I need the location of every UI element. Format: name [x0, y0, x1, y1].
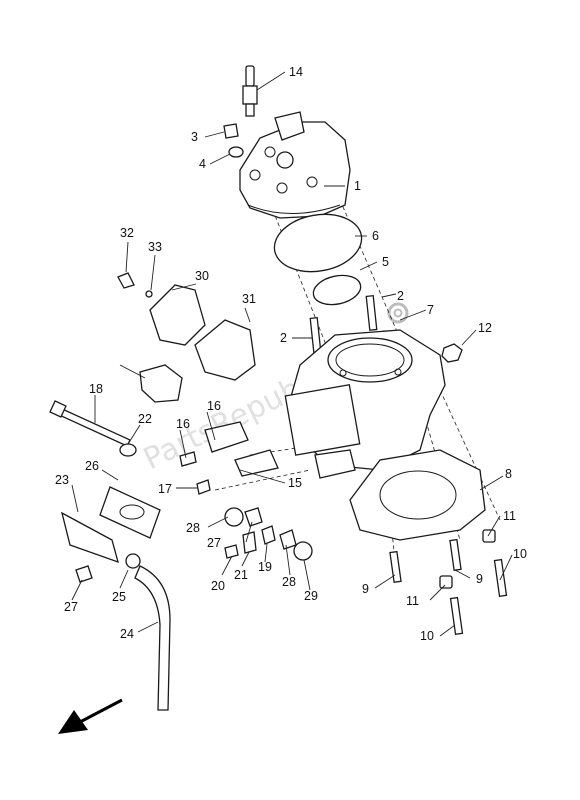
callout-8: 8 — [505, 467, 512, 481]
callout-6: 6 — [372, 229, 379, 243]
callout-4: 4 — [199, 157, 206, 171]
collar-28-right — [293, 541, 313, 561]
stud-9-left — [389, 550, 402, 584]
bolt-3 — [223, 123, 239, 139]
nut-11-right — [482, 529, 496, 543]
callout-10-right: 10 — [513, 547, 527, 561]
callout-15: 16 — [207, 399, 221, 413]
clamp-24 — [125, 553, 141, 569]
hose-23 — [134, 565, 171, 711]
head-gasket-ring-6 — [273, 213, 363, 273]
callout-31: 32 — [120, 226, 134, 240]
callout-10-bottom: 10 — [420, 629, 434, 643]
stud-2-left — [309, 316, 322, 353]
bolt-19 — [224, 544, 239, 559]
cover-30 — [194, 319, 256, 381]
callout-24: 25 — [112, 590, 126, 604]
collar-28-left — [224, 507, 244, 527]
callout-12: 12 — [478, 321, 492, 335]
callout-27-right: 28 — [282, 575, 296, 589]
callout-28-left: 28 — [186, 521, 200, 535]
base-gasket — [349, 449, 486, 541]
callout-14: 15 — [288, 476, 302, 490]
callout-23: 24 — [120, 627, 134, 641]
callout-5: 5 — [382, 255, 389, 269]
callout-26: 27 — [64, 600, 78, 614]
cylinder — [284, 329, 446, 479]
callout-25: 26 — [85, 459, 99, 473]
stud-9-right — [449, 538, 462, 572]
bolt-31 — [117, 272, 135, 289]
gear-icon — [387, 302, 409, 324]
gasket-25 — [99, 486, 161, 539]
bushing-21 — [119, 443, 137, 457]
callout-32: 33 — [148, 240, 162, 254]
valve-part-15 — [204, 421, 249, 453]
clip-27-left — [244, 507, 263, 527]
callout-9-left: 9 — [362, 582, 369, 596]
bolt-26 — [75, 565, 93, 583]
callout-11-right: 11 — [503, 509, 516, 523]
callout-2-left: 2 — [280, 331, 287, 345]
clip-18 — [261, 525, 276, 545]
leader-lines — [71, 71, 513, 637]
callout-29: 30 — [195, 269, 209, 283]
valve-part-14 — [234, 449, 279, 477]
bracket-33 — [139, 364, 183, 403]
callout-16-upper: 16 — [176, 417, 190, 431]
callout-3: 3 — [191, 130, 198, 144]
clip-27-right — [279, 529, 297, 550]
valve-rod-17 — [49, 400, 131, 447]
callout-20: 21 — [234, 568, 248, 582]
stud-2-right — [365, 294, 378, 331]
callout-17: 18 — [89, 382, 103, 396]
callout-19: 20 — [211, 579, 225, 593]
cover-29 — [149, 284, 206, 346]
callout-labels: 14 3 4 1 6 5 2 2 7 12 8 9 9 10 10 11 11 … — [55, 65, 527, 643]
callout-11-bottom: 11 — [406, 594, 419, 608]
callout-2-right: 2 — [397, 289, 404, 303]
bolt-16-lower — [196, 479, 211, 495]
callout-7: 7 — [427, 303, 434, 317]
cylinder-head — [239, 111, 351, 219]
front-direction-arrow-icon — [58, 698, 123, 734]
callout-30: 31 — [242, 292, 256, 306]
washer-4 — [228, 146, 244, 158]
callout-18: 19 — [258, 560, 272, 574]
cover-22 — [61, 511, 119, 564]
plate-20 — [242, 531, 257, 554]
stud-10-bottom — [449, 596, 464, 635]
callout-21: 22 — [138, 412, 152, 426]
callout-16-lower: 17 — [158, 482, 172, 496]
nut-11-bottom — [439, 575, 453, 589]
bolt-12 — [441, 343, 463, 363]
callout-1: 1 — [354, 179, 361, 193]
callout-28-right: 29 — [304, 589, 318, 603]
callout-22: 23 — [55, 473, 69, 487]
spark-plug — [242, 65, 258, 117]
bolt-16-upper — [179, 451, 197, 467]
o-ring-5 — [312, 274, 362, 306]
callout-27-left: 27 — [207, 536, 221, 550]
callout-9-right: 9 — [476, 572, 483, 586]
callout-13: 14 — [289, 65, 303, 79]
washer-32 — [145, 290, 153, 298]
